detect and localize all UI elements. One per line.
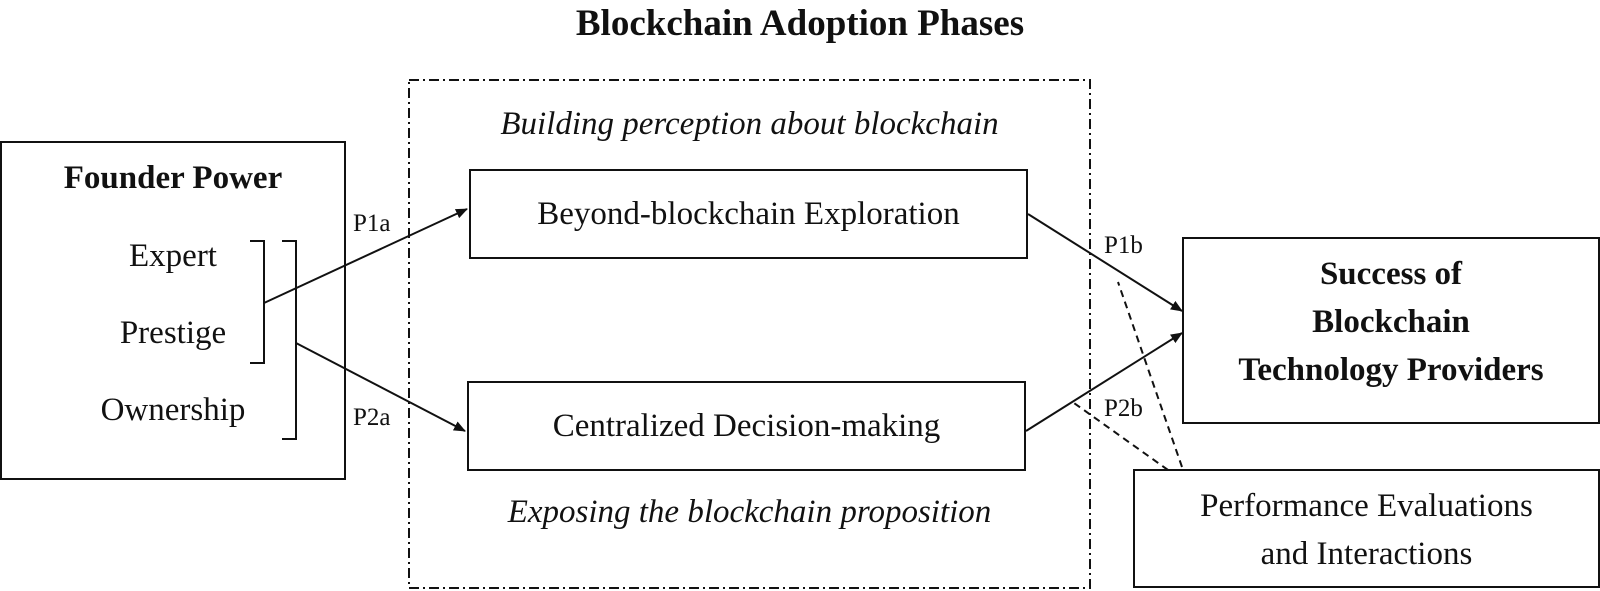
outcome-line-3: Technology Providers bbox=[1238, 352, 1544, 388]
phase-caption-bottom: Exposing the blockchain proposition bbox=[507, 494, 992, 530]
moderator-line-1: Performance Evaluations bbox=[1200, 488, 1533, 524]
path-label-p1b: P1b bbox=[1104, 232, 1143, 259]
founder-item-prestige: Prestige bbox=[119, 315, 227, 351]
performance-evaluations-box bbox=[1133, 469, 1600, 588]
founder-item-expert: Expert bbox=[129, 238, 217, 274]
bracket-prestige-ownership bbox=[282, 240, 297, 440]
outcome-line-2: Blockchain bbox=[1312, 304, 1470, 340]
arrow-p1b bbox=[1027, 213, 1183, 312]
beyond-blockchain-exploration-box: Beyond-blockchain Exploration bbox=[469, 169, 1028, 259]
moderation-line-p1b bbox=[1117, 281, 1183, 468]
path-label-p2b: P2b bbox=[1104, 395, 1143, 422]
phase-frame bbox=[408, 79, 1091, 589]
centralized-decision-making-box: Centralized Decision-making bbox=[467, 381, 1026, 471]
phase-caption-top: Building perception about blockchain bbox=[500, 106, 999, 142]
arrow-p2b bbox=[1025, 332, 1183, 432]
path-label-p1a: P1a bbox=[353, 210, 391, 237]
path-label-p2a: P2a bbox=[353, 404, 391, 431]
diagram-title: Blockchain Adoption Phases bbox=[575, 3, 1025, 44]
moderator-line-2: and Interactions bbox=[1260, 536, 1473, 572]
founder-power-heading: Founder Power bbox=[63, 160, 283, 196]
arrow-p1a bbox=[263, 208, 468, 304]
success-outcome-box bbox=[1182, 237, 1600, 424]
founder-power-box bbox=[0, 141, 346, 480]
arrow-p2a bbox=[295, 342, 466, 432]
founder-item-ownership: Ownership bbox=[100, 392, 246, 428]
outcome-line-1: Success of bbox=[1319, 256, 1463, 292]
moderation-line-p2b bbox=[1073, 402, 1169, 471]
